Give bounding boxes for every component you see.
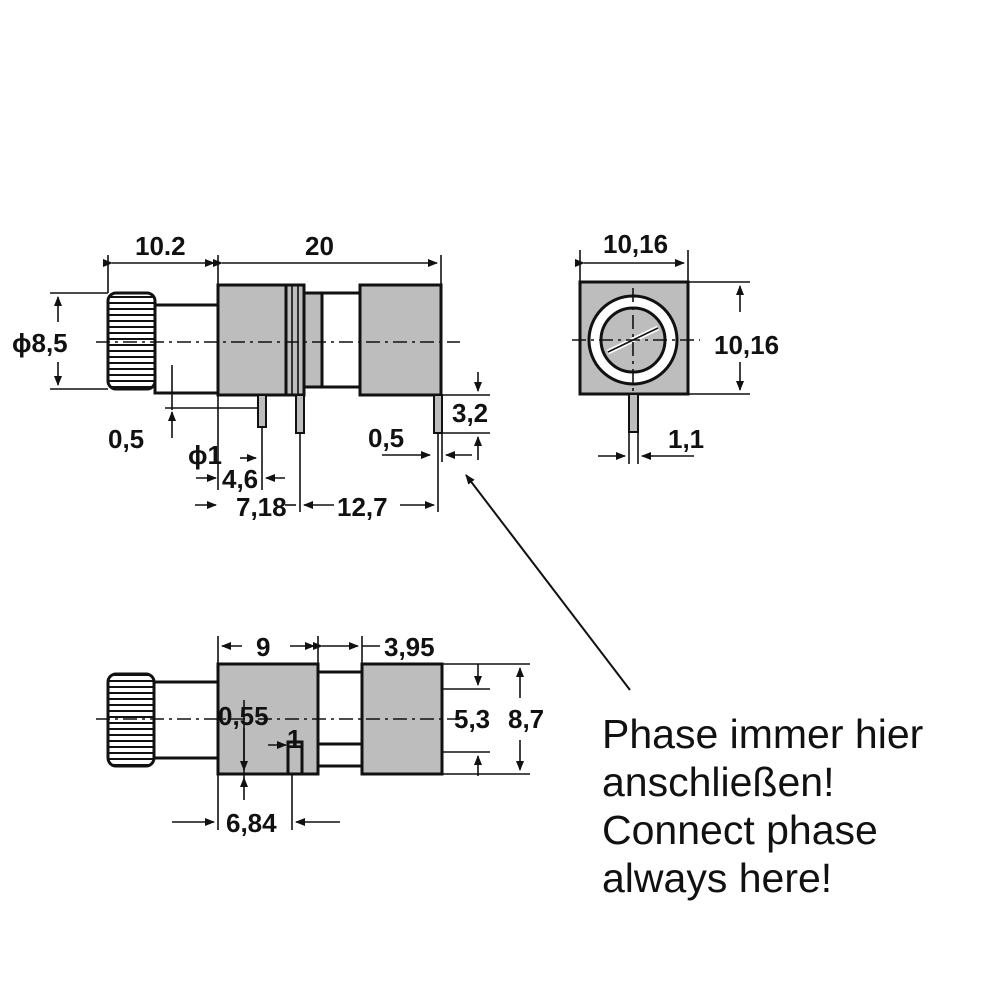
- dim-section-a: 9: [256, 632, 270, 662]
- dim-pin-spacing-c: 12,7: [337, 492, 388, 522]
- dim-offset-left: 0,5: [108, 424, 144, 454]
- side-view: 10.2 20 ϕ8,5 0,5 ϕ1 4,6 7,18 12,7: [12, 231, 490, 522]
- dim-end-width: 10,16: [603, 229, 668, 259]
- dim-body-length: 20: [305, 231, 334, 261]
- end-view-pin: [628, 393, 639, 433]
- top-pin-notch: [286, 740, 304, 776]
- dim-cap-length: 10.2: [135, 231, 186, 261]
- phase-note: Phase immer hier anschließen! Connect ph…: [465, 474, 923, 901]
- note-line-4: always here!: [602, 855, 832, 901]
- dim-pin-spacing-a: 4,6: [222, 464, 258, 494]
- top-knurled-cap: [106, 672, 156, 768]
- knurled-cap: [106, 291, 157, 391]
- dim-inner-height: 5,3: [454, 704, 490, 734]
- holder-waist: [320, 291, 362, 389]
- dim-section-b: 3,95: [384, 632, 435, 662]
- note-line-3: Connect phase: [602, 807, 878, 853]
- dim-pin-height: 3,2: [452, 398, 488, 428]
- dim-top-pin-width: 1: [287, 724, 301, 754]
- dim-end-pin-width: 1,1: [668, 424, 704, 454]
- end-view: 10,16 10,16 1,1: [572, 229, 779, 464]
- dim-pin-diameter: ϕ1: [188, 440, 222, 470]
- holder-neck: [302, 291, 324, 389]
- dim-pin-spacing-b: 7,18: [236, 492, 287, 522]
- dim-end-height: 10,16: [714, 330, 779, 360]
- pin-mid: [295, 394, 305, 434]
- note-line-2: anschließen!: [602, 759, 834, 805]
- dim-outer-height: 8,7: [508, 704, 544, 734]
- top-cap-shaft: [152, 680, 220, 760]
- holder-body: [216, 283, 288, 397]
- pin-right: [433, 394, 443, 434]
- note-leader-arrow: [465, 474, 631, 691]
- dim-pin-offset: 0,55: [218, 701, 269, 731]
- top-view: 9 3,95 5,3 8,7 0,55 1 6,84: [96, 632, 544, 838]
- dim-pin-offset-right: 0,5: [368, 423, 404, 453]
- holder-flange: [284, 283, 306, 397]
- dim-cap-diameter: ϕ8,5: [12, 328, 68, 358]
- dim-top-overall: 6,84: [226, 808, 277, 838]
- pin-left: [257, 394, 267, 428]
- holder-rear: [358, 283, 443, 397]
- note-line-1: Phase immer hier: [602, 711, 923, 757]
- cap-shaft: [153, 303, 220, 395]
